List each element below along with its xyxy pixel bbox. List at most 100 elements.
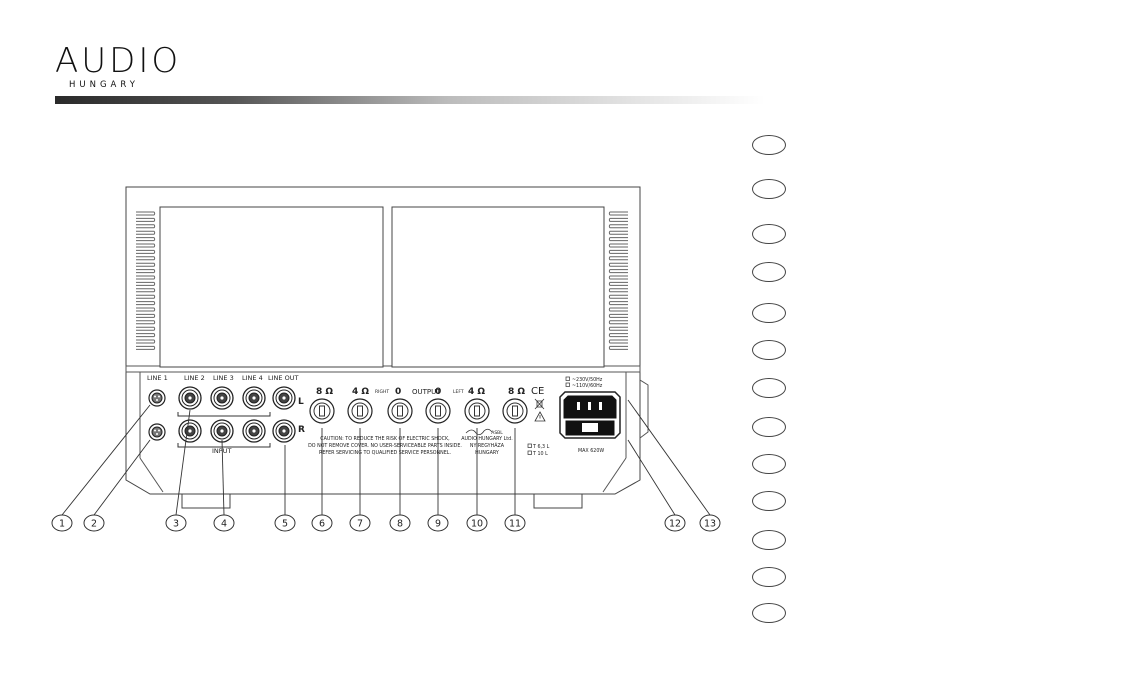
- vent-slot-left: [136, 307, 156, 312]
- xlr-line-1-right-pin: [158, 429, 160, 432]
- vent-slot-left: [136, 230, 156, 235]
- callout-circle-7: [349, 514, 371, 532]
- ce-mark: CE: [531, 386, 544, 397]
- rca-2-right-pin: [188, 429, 192, 433]
- callout-circle-9: [427, 514, 449, 532]
- transformer-cover-left: [159, 206, 384, 368]
- vent-slot-left: [136, 249, 156, 254]
- logo-wordmark: AUDIO: [55, 41, 182, 81]
- rca-2-left-pin: [188, 396, 192, 400]
- vent-slot-right: [608, 307, 628, 312]
- callout-circle-3: [165, 514, 187, 532]
- iec-power-inlet: [559, 391, 621, 439]
- checkbox-fuse-1: [527, 443, 532, 448]
- vent-slot-left: [136, 243, 156, 248]
- vent-slot-right: [608, 339, 628, 344]
- label-right-8ohm: 8 Ω: [316, 387, 333, 397]
- input-bracket-bottom: [177, 443, 271, 448]
- xlr-line-1-right-pin: [156, 433, 158, 435]
- caution-line-1: CAUTION: TO REDUCE THE RISK OF ELECTRIC …: [320, 436, 450, 442]
- vent-slot-left: [136, 301, 156, 306]
- vent-slot-right: [608, 333, 628, 338]
- callout-circle-4: [213, 514, 235, 532]
- vent-slot-right: [608, 243, 628, 248]
- callout-circle-8: [389, 514, 411, 532]
- label-right-0: 0: [395, 387, 401, 397]
- callout-circle-5: [274, 514, 296, 532]
- rca-3-right-pin: [220, 429, 224, 433]
- xlr-line-1-left-pin: [154, 395, 156, 398]
- header-gradient-rule: [55, 96, 765, 104]
- vent-slot-right: [608, 313, 628, 318]
- label-left: LEFT: [453, 389, 464, 395]
- vent-slot-right: [608, 301, 628, 306]
- vent-slot-left: [136, 345, 156, 350]
- callout-number-13: 13: [704, 519, 716, 530]
- foot-right: [533, 493, 583, 509]
- label-line-1: LINE 1: [147, 374, 168, 382]
- callout-leader-lines: [61, 399, 711, 516]
- callout-number-9: 9: [435, 519, 441, 530]
- callout-circle-6: [311, 514, 333, 532]
- legend-circle-2: [752, 179, 786, 199]
- callout-number-12: 12: [669, 519, 681, 530]
- vent-slot-left: [136, 256, 156, 261]
- vent-slot-left: [136, 326, 156, 331]
- vent-slot-left: [136, 262, 156, 267]
- speaker-post-1-slot: [319, 405, 325, 417]
- maker-signature: ASBL: [491, 430, 503, 436]
- leader-line-12: [627, 439, 676, 516]
- legend-circle-8: [752, 417, 786, 437]
- panel-right-bevel: [602, 457, 627, 493]
- xlr-line-1-right-pin: [154, 429, 156, 432]
- vent-slot-right: [608, 249, 628, 254]
- vent-slot-right: [608, 288, 628, 293]
- checkbox-110: [565, 382, 570, 387]
- vent-slot-right: [608, 269, 628, 274]
- vent-slot-left: [136, 339, 156, 344]
- label-line-4: LINE 4: [242, 374, 263, 382]
- callout-circle-12: [664, 514, 686, 532]
- callout-circle-1: [51, 514, 73, 532]
- label-max-power: MAX 620W: [578, 448, 604, 454]
- vent-slot-left: [136, 269, 156, 274]
- rca-5-right-pin: [282, 429, 286, 433]
- leader-line-13: [627, 399, 711, 516]
- callout-number-11: 11: [509, 519, 521, 530]
- transformer-cover-right: [391, 206, 605, 368]
- signature-squiggle: [465, 428, 493, 435]
- speaker-post-4-slot: [435, 405, 441, 417]
- vent-slot-left: [136, 333, 156, 338]
- legend-circle-7: [752, 378, 786, 398]
- xlr-line-1-right-inner: [151, 426, 163, 438]
- speaker-post-6-slot: [512, 405, 518, 417]
- callout-circle-2: [83, 514, 105, 532]
- vent-slot-left: [136, 237, 156, 242]
- callout-number-6: 6: [319, 519, 325, 530]
- vent-slot-right: [608, 224, 628, 229]
- vent-slot-right: [608, 326, 628, 331]
- callout-number-2: 2: [91, 519, 97, 530]
- callout-circle-11: [504, 514, 526, 532]
- vent-slot-right: [608, 217, 628, 222]
- vent-slot-right: [608, 294, 628, 299]
- callout-circle-13: [699, 514, 721, 532]
- legend-circle-13: [752, 603, 786, 623]
- vent-slot-left: [136, 313, 156, 318]
- checkbox-230: [565, 376, 570, 381]
- rca-4-left-pin: [252, 396, 256, 400]
- vent-slot-right: [608, 237, 628, 242]
- vent-slot-left: [136, 224, 156, 229]
- label-left-4ohm: 4 Ω: [468, 387, 485, 397]
- legend-circle-5: [752, 303, 786, 323]
- label-line-3: LINE 3: [213, 374, 234, 382]
- maker-line-1: AUDIO HUNGARY Ltd.: [461, 436, 513, 442]
- label-right: RIGHT: [375, 389, 389, 395]
- vent-slot-right: [608, 262, 628, 267]
- vent-slot-right: [608, 345, 628, 350]
- legend-circle-9: [752, 454, 786, 474]
- leader-line-2: [93, 439, 151, 516]
- callout-number-8: 8: [397, 519, 403, 530]
- callout-circle-10: [466, 514, 488, 532]
